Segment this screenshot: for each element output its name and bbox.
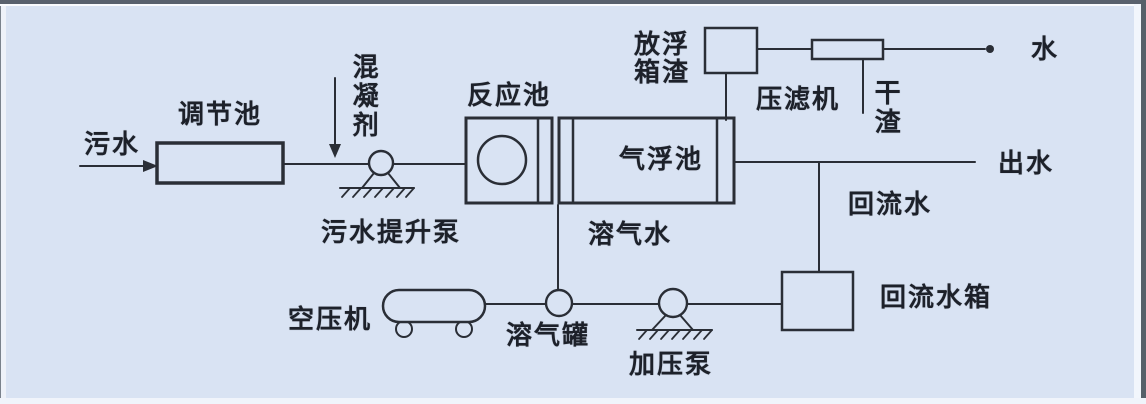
filter-press-shape [810,38,885,61]
influent-arrowhead [143,160,158,172]
dissolved-air-vessel-label: 溶气罐 [506,321,591,350]
flotation-tank-shape [557,116,736,205]
dissolved-air-vessel-circle [544,288,574,318]
regulating-tank-label: 调节池 [178,100,263,129]
scum-box-shape [703,26,759,75]
dry-residue-label: 干渣 [871,79,901,137]
frame-right-strip [1134,4,1141,398]
pressure-pump-legs [651,314,694,331]
pressure-pump-symbol [636,287,713,340]
air-compressor-symbol [381,288,487,338]
dissolved-air-water-label: 溶气水 [588,220,673,249]
reaction-tank-mixer-circle [476,134,528,186]
return-water-tank-shape [780,270,855,332]
reaction-tank-label: 反应池 [467,81,552,110]
frame-top-highlight [0,4,1146,6]
reaction-tank-shape [464,116,554,205]
pressure-pump-ground-hatch [638,329,713,340]
coagulant-label: 混凝剂 [349,53,379,140]
pressure-pump-circle [657,287,689,319]
pump-ground-hatch [341,187,415,198]
water-end-dot [986,45,994,53]
sewage-lift-pump-symbol [339,149,415,198]
filter-press-label: 压滤机 [756,85,841,114]
return-water-label: 回流水 [848,190,933,219]
effluent-label: 出水 [998,149,1055,178]
frame-bottom-strip [0,398,1146,404]
frame-top-bar [0,0,1146,4]
frame-right-bar [1141,0,1146,404]
scum-box-label: 放浮箱渣 [634,30,691,87]
frame-left-strip [0,6,6,398]
influent-label: 污水 [84,130,141,159]
compressor-tank-body [381,288,487,324]
return-water-tank-label: 回流水箱 [880,283,993,312]
coagulant-arrowhead [329,144,341,158]
water-label: 水 [1031,35,1060,64]
air-compressor-label: 空压机 [288,305,373,334]
compressor-wheel-right [455,320,473,338]
pump-legs [361,172,401,189]
pressure-pump-label: 加压泵 [629,350,714,379]
flotation-tank-body [557,116,736,205]
pump-circle [367,149,395,177]
sewage-lift-pump-label: 污水提升泵 [321,218,462,247]
reaction-tank-body [464,116,554,205]
air-flotation-tank-label: 气浮池 [619,145,704,174]
compressor-wheel-left [395,320,413,338]
regulating-tank-shape [155,141,285,185]
